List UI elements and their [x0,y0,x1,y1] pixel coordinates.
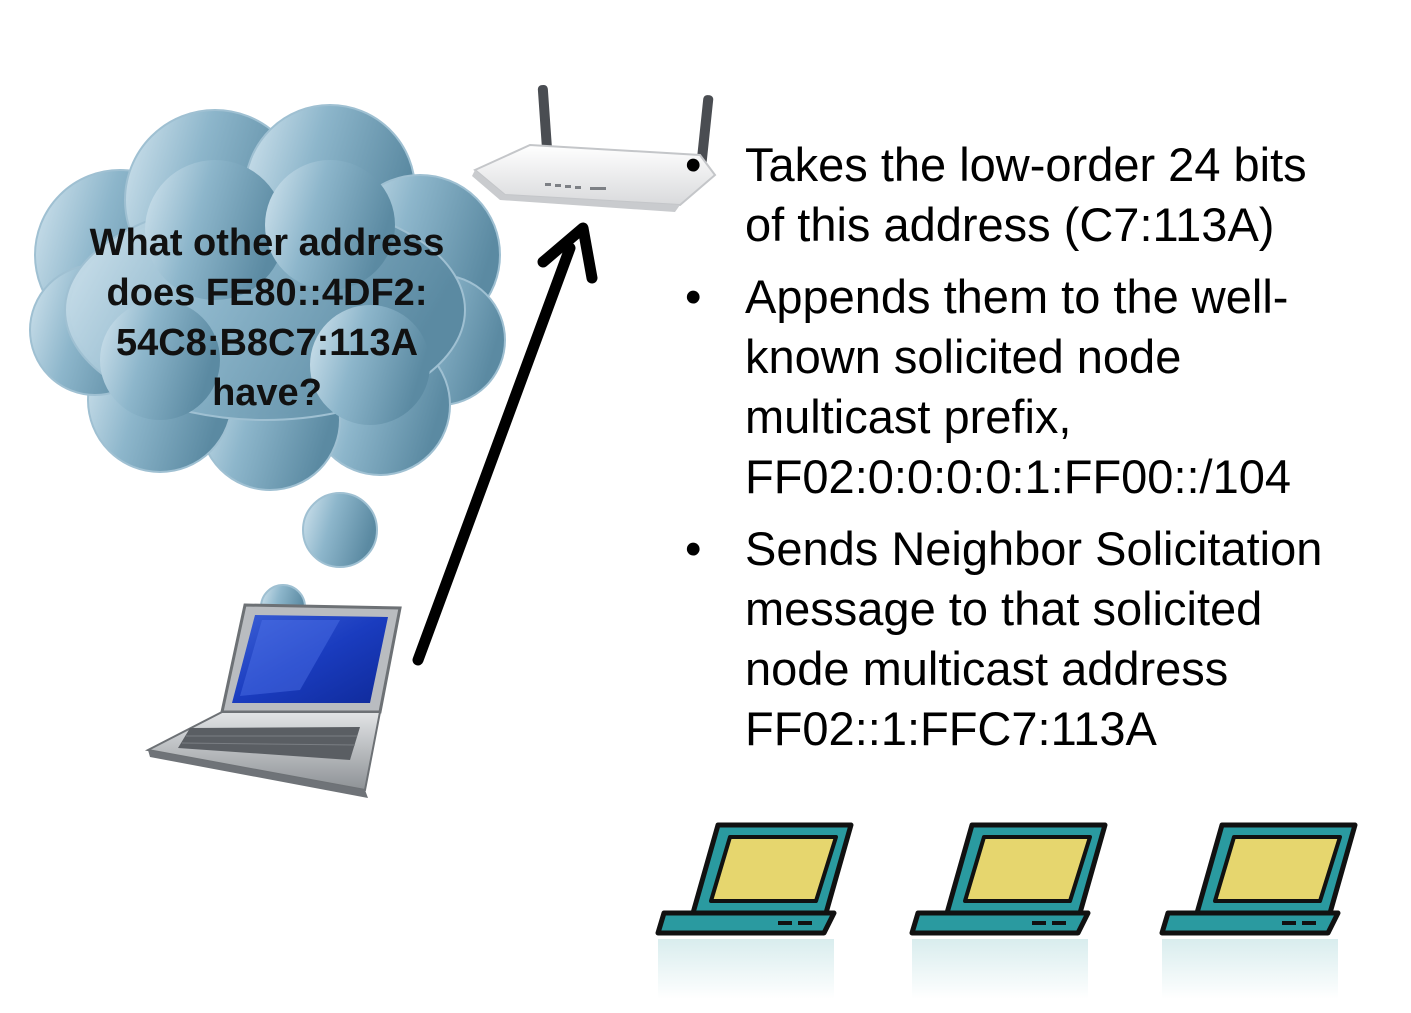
bullet-line: node multicast address [745,642,1229,695]
laptop-icon [144,603,402,798]
arrow-up-icon [412,222,598,666]
bullet-line: FF02::1:FFC7:113A [745,702,1157,755]
bullet-line: multicast prefix, [745,390,1072,443]
thought-line: 54C8:B8C7:113A [115,322,419,364]
bullet-line: Takes the low-order 24 bits [745,138,1307,191]
laptop-icon [909,822,1108,999]
bullet-dot: • [685,270,702,323]
receiver-laptop-3 [1159,822,1358,999]
thought-line: have? [212,372,322,414]
bullet-item: • Appends them to the well- known solici… [685,267,1405,507]
bullet-line: of this address (C7:113A) [745,198,1275,251]
bullet-list: • Takes the low-order 24 bits of this ad… [685,135,1405,771]
laptop-icon [655,822,854,999]
bullet-line: Appends them to the well- [745,270,1289,323]
laptop-icon [1159,822,1358,999]
bullet-line: Sends Neighbor Solicitation [745,522,1323,575]
thought-bubble-text: What other address does FE80::4DF2: 54C8… [58,218,476,418]
receiver-laptop-2 [909,822,1108,999]
thought-line: What other address [89,222,445,264]
bullet-dot: • [685,522,702,575]
bullet-dot: • [685,138,702,191]
bullet-item: • Takes the low-order 24 bits of this ad… [685,135,1405,255]
bullet-line: message to that solicited [745,582,1263,635]
bullet-line: known solicited node [745,330,1182,383]
thought-cloud [29,104,506,630]
bullet-line: FF02:0:0:0:0:1:FF00::/104 [745,450,1292,503]
wireless-router-icon [472,85,717,212]
bullet-item: • Sends Neighbor Solicitation message to… [685,519,1405,759]
thought-line: does FE80::4DF2: [106,272,428,314]
receiver-laptop-1 [655,822,854,999]
